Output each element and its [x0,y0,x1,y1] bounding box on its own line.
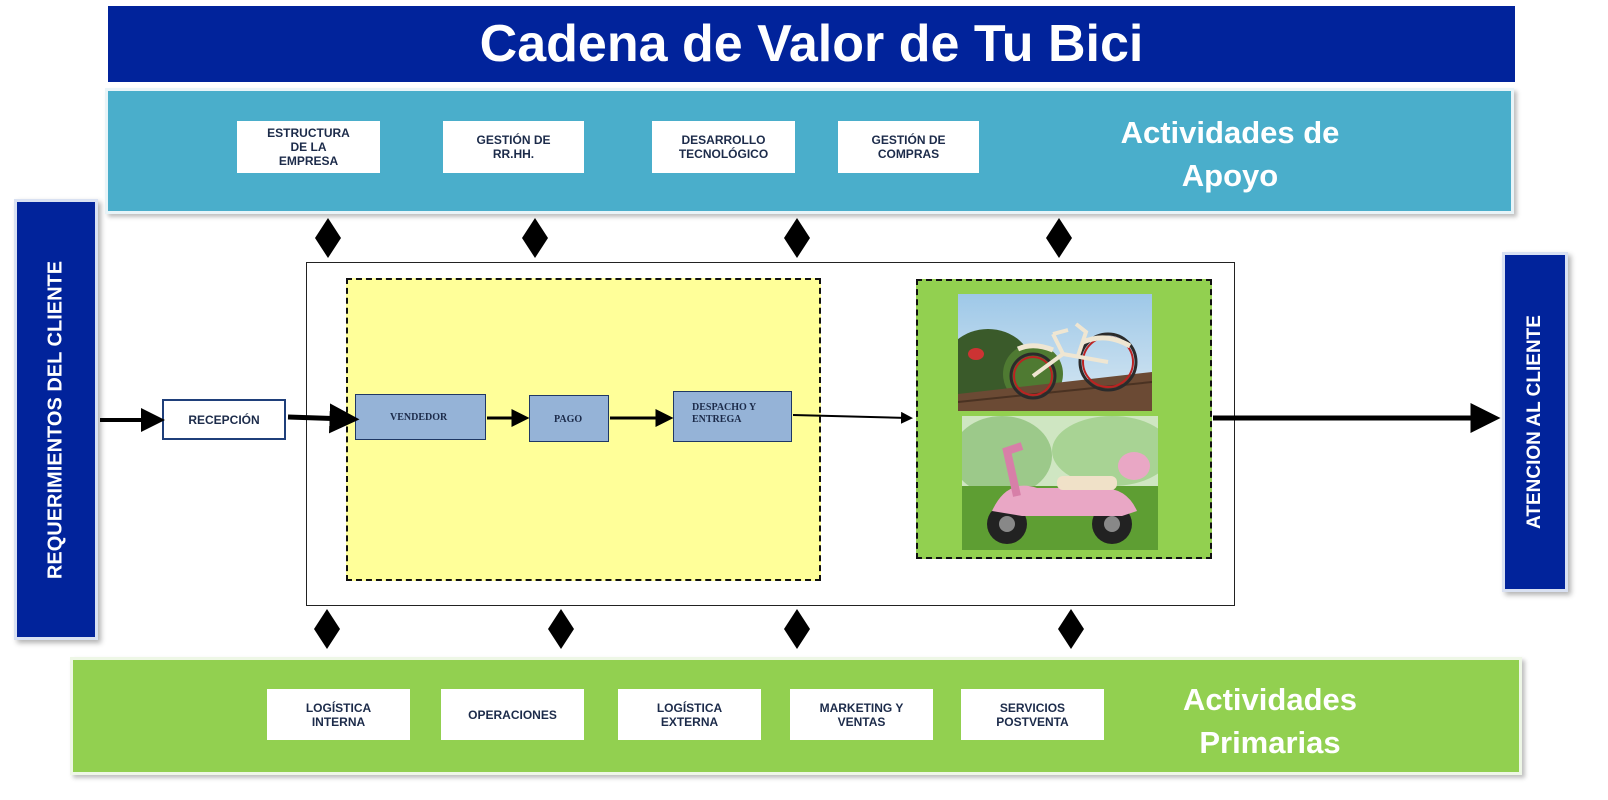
step-despacho-box: DESPACHO Y ENTREGA [673,391,792,442]
step-pago-box: PAGO [529,395,609,442]
primary-item-logistica-externa: LOGÍSTICA EXTERNA [618,689,761,740]
connector-diamond [1058,609,1084,649]
diagram-title: Cadena de Valor de Tu Bici [108,6,1515,82]
client-attention-bar: ATENCION AL CLIENTE [1502,252,1568,592]
primary-activities-label: Actividades Primarias [1182,682,1357,760]
connector-diamond [784,609,810,649]
arrow-to-products [792,411,913,424]
connector-diamond [784,218,810,258]
support-item-desarrollo: DESARROLLO TECNOLÓGICO [652,121,795,173]
connector-diamond [314,609,340,649]
pink-scooter-photo [962,416,1158,550]
client-requirements-bar: REQUERIMIENTOS DEL CLIENTE [14,199,98,640]
reception-box: RECEPCIÓN [162,399,286,440]
primary-item-operaciones: OPERACIONES [441,689,584,740]
arrow-to-vendedor [287,403,360,434]
support-activities-label: Actividades de Apoyo [1120,115,1340,193]
support-item-estructura: ESTRUCTURA DE LA EMPRESA [237,121,380,173]
connector-diamond [522,218,548,258]
primary-item-logistica-interna: LOGÍSTICA INTERNA [267,689,410,740]
support-item-rrhh: GESTIÓN DE RR.HH. [443,121,584,173]
connector-diamond [315,218,341,258]
bicycle-photo [958,294,1152,411]
support-item-compras: GESTIÓN DE COMPRAS [838,121,979,173]
primary-item-marketing-ventas: MARKETING Y VENTAS [790,689,933,740]
step-vendedor-box: VENDEDOR [355,394,486,440]
primary-item-servicios-postventa: SERVICIOS POSTVENTA [961,689,1104,740]
connector-diamond [1046,218,1072,258]
connector-diamond [548,609,574,649]
